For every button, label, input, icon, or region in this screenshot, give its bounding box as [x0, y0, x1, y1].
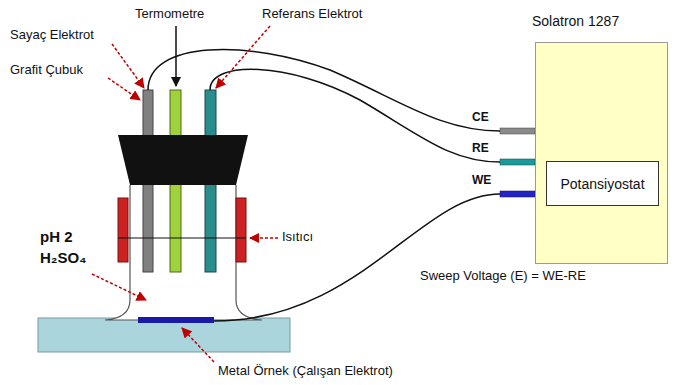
ce-terminal: [500, 128, 535, 134]
terminal-name: RE: [472, 141, 489, 155]
part-label: Metal Örnek (Çalışan Elektrot): [218, 363, 393, 379]
leader-arrow: [250, 237, 278, 239]
stopper: [118, 135, 248, 185]
leader-arrow: [216, 26, 270, 88]
metal-sample: [138, 317, 214, 323]
solution-label: pH 2: [40, 228, 73, 246]
part-label: Termometre: [135, 6, 204, 22]
potentiostat-device: Solatron 1287Potansiyostat: [535, 42, 668, 264]
terminal-name: CE: [472, 110, 489, 124]
leader-arrow: [175, 26, 177, 86]
heater-left: [118, 198, 128, 262]
re-wire: [210, 69, 500, 162]
part-label: Grafit Çubuk: [10, 62, 83, 78]
leader-arrow: [92, 274, 146, 300]
part-label: Referans Elektrot: [262, 6, 362, 22]
part-label: Isıtıcı: [282, 229, 313, 245]
beaker: [105, 185, 262, 320]
solution-label: H₂SO₄: [40, 249, 86, 267]
base-plate: [38, 318, 290, 352]
leader-arrow: [182, 328, 214, 362]
formula-note: Sweep Voltage (E) = WE-RE: [420, 268, 586, 284]
leader-arrow: [108, 78, 140, 100]
heater-right: [236, 198, 246, 262]
panel-title: Potansiyostat: [560, 176, 644, 192]
we-terminal: [500, 191, 535, 197]
we-wire: [214, 194, 500, 321]
heater-wire: [118, 238, 246, 239]
leader-arrow: [112, 44, 144, 88]
re-terminal: [500, 159, 535, 165]
device-name: Solatron 1287: [532, 13, 619, 29]
terminal-name: WE: [472, 173, 491, 187]
part-label: Sayaç Elektrot: [10, 27, 94, 43]
potentiostat-panel: Potansiyostat: [546, 161, 659, 206]
ce-wire: [148, 50, 500, 131]
